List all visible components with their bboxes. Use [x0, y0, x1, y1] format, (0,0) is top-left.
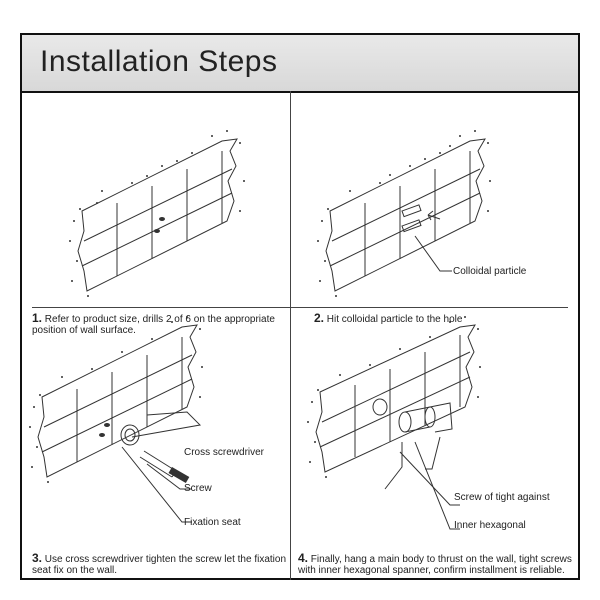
vertical-divider [290, 91, 291, 580]
step-1-caption: 1. Refer to product size, drills 2 of 6 … [32, 311, 282, 336]
wall-illustration-3 [29, 316, 203, 523]
step-4-number: 4. [298, 551, 309, 565]
wall-illustration-4 [307, 316, 481, 530]
step-4-text: Finally, hang a main body to thrust on t… [298, 554, 572, 576]
wall-illustration-2 [317, 130, 491, 297]
step-1-panel: 1. Refer to product size, drills 2 of 6 … [22, 91, 290, 336]
step-2-text: Hit colloidal particle to the hole [326, 314, 463, 325]
step-4-panel: Screw of tight against Inner hexagonal 4… [290, 307, 580, 580]
screw-label: Screw [184, 483, 212, 494]
step-1-text: Refer to product size, drills 2 of 6 on … [32, 314, 275, 336]
step-3-caption: 3. Use cross screwdriver tighten the scr… [32, 551, 287, 576]
title-band: Installation Steps [22, 35, 578, 93]
colloidal-particle-label: Colloidal particle [453, 266, 527, 277]
fixation-seat-label: Fixation seat [184, 517, 241, 528]
installation-sheet: Installation Steps 1. Refe [20, 33, 580, 580]
step-2-caption: 2. Hit colloidal particle to the hole [314, 311, 569, 325]
wall-illustration-1 [69, 130, 245, 297]
screw-tight-label: Screw of tight against [454, 492, 550, 503]
step-3-number: 3. [32, 551, 43, 565]
horizontal-divider [32, 307, 568, 308]
step-2-number: 2. [314, 311, 325, 325]
step-4-caption: 4. Finally, hang a main body to thrust o… [298, 551, 573, 576]
page-title: Installation Steps [40, 45, 278, 78]
step-3-panel: Cross screwdriver Screw Fixation seat 3.… [22, 307, 290, 580]
step-3-text: Use cross screwdriver tighten the screw … [32, 554, 287, 576]
cross-screwdriver-label: Cross screwdriver [184, 447, 265, 458]
inner-hexagonal-label: Inner hexagonal [454, 520, 526, 531]
step-1-number: 1. [32, 311, 43, 325]
step-2-panel: Colloidal particle 2. Hit colloidal part… [290, 91, 580, 325]
